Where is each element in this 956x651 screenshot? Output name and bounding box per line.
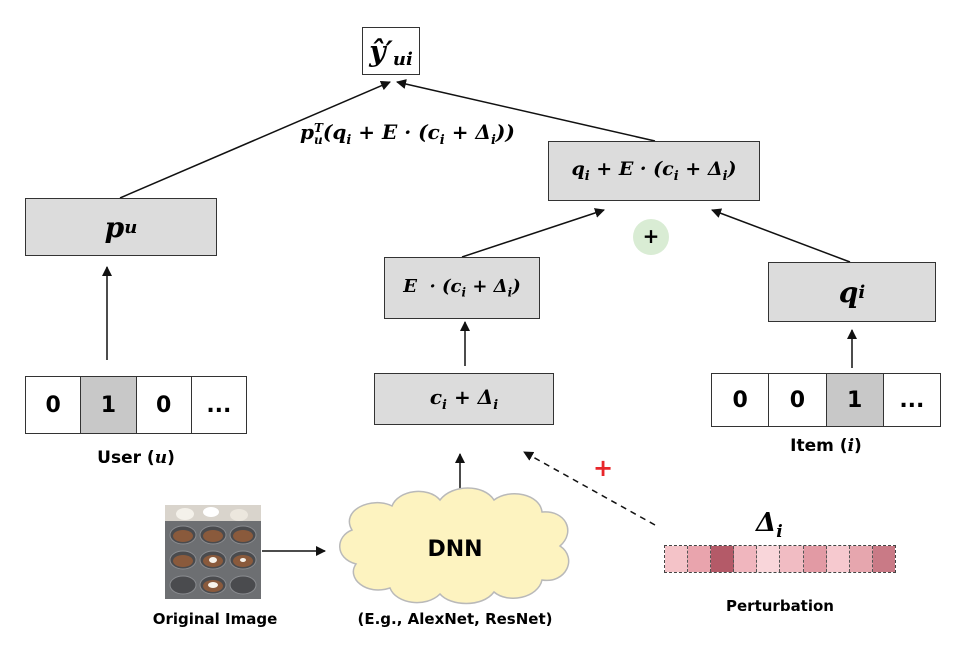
item-embedding-symbol: q (838, 275, 859, 309)
formula-p-sup: T (313, 120, 323, 135)
user-vector-cell-active: 1 (81, 377, 137, 433)
combined-item-box: qi + E · (ci + Δi) (548, 141, 760, 201)
item-one-hot-vector: 0 0 1 ... (711, 373, 941, 427)
perturbation-cell (688, 546, 712, 572)
arrow-combined-to-output (396, 79, 656, 142)
projection-part-b: + Δ (466, 276, 508, 298)
perturbation-cell (734, 546, 758, 572)
projection-part-c: ) (512, 276, 521, 298)
arrow-ebox-to-combined (461, 208, 605, 258)
formula-sub-b: i (439, 133, 445, 148)
perturbation-cell (711, 546, 735, 572)
user-vector-cell: 0 (26, 377, 82, 433)
item-label-var: i (847, 436, 855, 456)
formula-part-b: + E · (c (351, 120, 440, 144)
item-label-text: Item ( (790, 436, 848, 456)
dnn-caption: (E.g., AlexNet, ResNet) (357, 610, 553, 628)
user-vector-cell: ... (191, 377, 246, 433)
formula-sub-a: i (346, 133, 352, 148)
output-symbol: ŷ′ (369, 34, 393, 68)
item-vector-cell: 0 (712, 374, 770, 426)
dnn-label: DNN (427, 537, 483, 562)
perturbation-cell (757, 546, 781, 572)
combined-part-a: q (571, 158, 585, 181)
formula-part-d: )) (495, 120, 515, 144)
arrow-qi-to-combined (711, 208, 851, 263)
feature-part-b: + Δ (446, 385, 494, 409)
formula-part-a: (q (322, 120, 347, 144)
original-image-label: Original Image (152, 610, 278, 628)
perturbation-cell (872, 546, 895, 572)
user-embedding-symbol: p (104, 210, 125, 244)
item-embedding-sub: i (858, 281, 866, 303)
item-label-end: ) (854, 436, 862, 456)
user-vector-label: User (u) (25, 448, 247, 468)
dnn-cloud (339, 487, 570, 605)
combined-sub-b: i (673, 168, 679, 184)
original-image (165, 505, 261, 599)
output-node: ŷ′ui (362, 27, 420, 75)
output-subscript: ui (392, 48, 413, 70)
formula-p: p (300, 120, 314, 144)
arrow-pu-to-output (119, 80, 391, 199)
perturbation-cell (826, 546, 850, 572)
combined-sub-c: i (722, 168, 728, 184)
item-vector-label: Item (i) (711, 436, 941, 456)
item-vector-cell: 0 (769, 374, 827, 426)
feature-sub-b: i (493, 398, 499, 413)
projection-box: E · (ci + Δi) (384, 257, 540, 319)
delta-sub: i (776, 522, 783, 543)
user-label-var: u (154, 448, 168, 468)
user-embedding-sub: u (124, 216, 138, 238)
perturbation-label: Perturbation (726, 597, 834, 615)
projection-sub-b: i (507, 285, 513, 300)
user-vector-cell: 0 (136, 377, 192, 433)
user-one-hot-vector: 0 1 0 ... (25, 376, 247, 434)
arrow-perturbation-to-cbox (523, 451, 656, 526)
combined-part-c: + Δ (678, 158, 723, 181)
plus-circle (633, 219, 669, 255)
formula-sub-c: i (490, 133, 496, 148)
user-label-text: User ( (97, 448, 155, 468)
perturbation-cell (665, 546, 689, 572)
perturbation-vector (664, 545, 896, 573)
perturbation-cell (780, 546, 804, 572)
combined-part-b: + E · (c (589, 158, 674, 181)
perturbation-cell (803, 546, 827, 572)
projection-part-a: E · (c (403, 276, 462, 298)
muffin-tin-image (165, 505, 261, 599)
user-label-end: ) (167, 448, 175, 468)
perturbation-plus-sign: + (593, 454, 614, 482)
perturbation-symbol: Δi (756, 508, 783, 542)
projection-sub-a: i (461, 285, 467, 300)
plus-circle-label: + (642, 224, 660, 248)
delta-main: Δ (756, 508, 777, 538)
formula-p-sub: u (313, 132, 323, 147)
combined-sub-a: i (584, 168, 590, 184)
item-vector-cell-active: 1 (826, 374, 884, 426)
feature-sub-a: i (442, 398, 447, 413)
feature-part-a: c (429, 385, 443, 409)
feature-box: ci + Δi (374, 373, 554, 425)
perturbation-cell (849, 546, 873, 572)
item-vector-cell: ... (883, 374, 940, 426)
formula-part-c: + Δ (444, 120, 491, 144)
combined-part-d: ) (727, 158, 737, 181)
